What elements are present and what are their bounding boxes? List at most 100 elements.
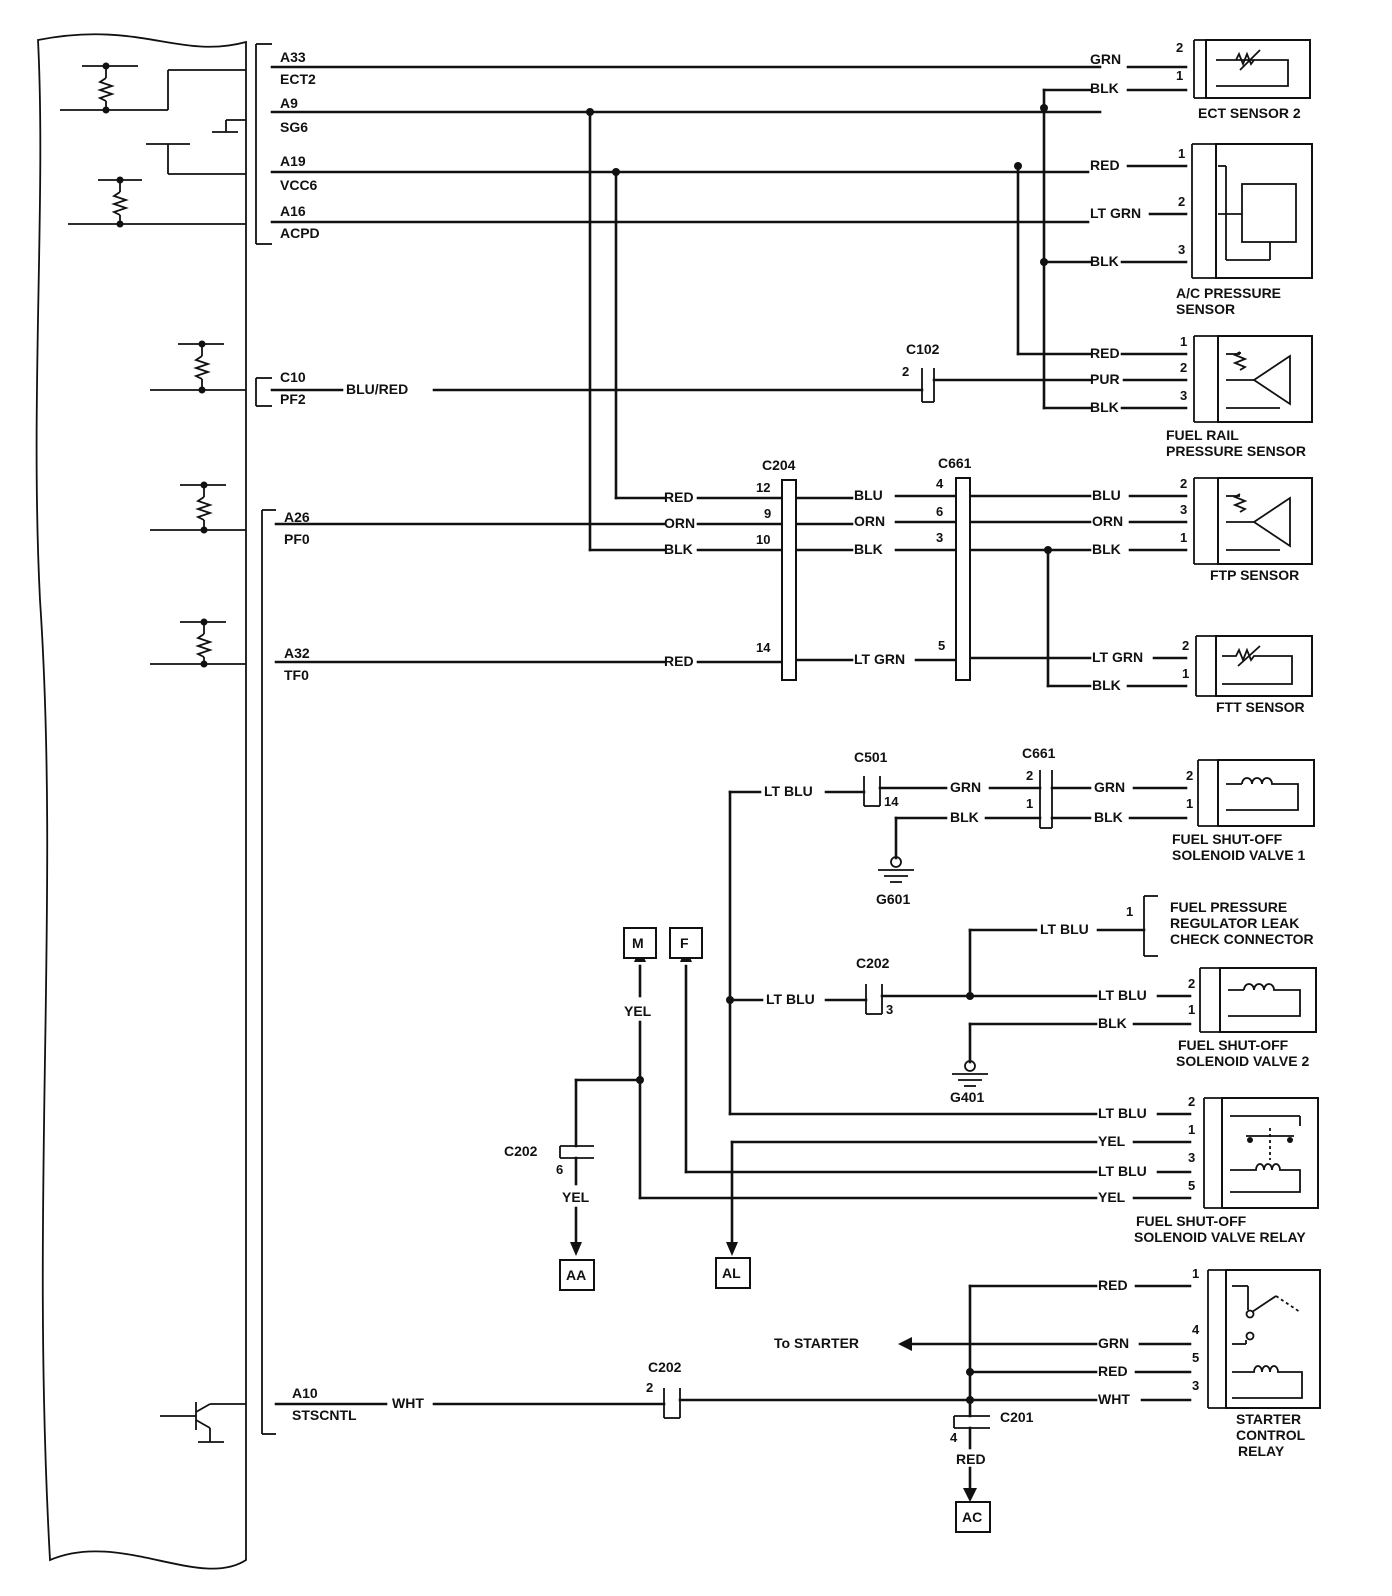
wire-label: RED [956,1451,986,1467]
pin-number: 5 [1188,1178,1195,1193]
ecm-module [35,33,276,1570]
wire-label: LT BLU [1098,987,1147,1003]
connector-label: C501 [854,749,888,765]
pin-number: 14 [884,794,899,809]
caption-leak-3: CHECK CONNECTOR [1170,931,1314,947]
ref-box-ac [955,1501,991,1533]
wire-label: BLK [1092,677,1121,693]
pin-number: 2 [1180,476,1187,491]
wires [270,65,1192,1494]
wire-label: RED [1098,1277,1128,1293]
pin-number: 3 [1178,242,1185,257]
component-ect-sensor-2 [1193,39,1311,99]
pin-number: 1 [1180,530,1187,545]
ecm-pin-a9: A9 [280,95,298,111]
pin-number: 2 [1178,194,1185,209]
arrows [570,948,977,1502]
wire-label: PUR [1090,371,1120,387]
pin-number: 9 [764,506,771,521]
wire-label: LT BLU [764,783,813,799]
component-starter-control-relay [1207,1269,1321,1409]
pin-number: 1 [1182,666,1189,681]
caption-relay-1: FUEL SHUT-OFF [1136,1213,1247,1229]
pin-number: 2 [1026,768,1033,783]
ground-label: G601 [876,891,910,907]
wire-label: RED [1090,157,1120,173]
component-fuel-rail-pressure-sensor [1193,335,1313,423]
pin-number: 3 [1180,388,1187,403]
component-ftt-sensor [1195,635,1313,697]
wire-label: BLK [1092,541,1121,557]
ref-al: AL [722,1265,741,1281]
connector-label: C661 [938,455,972,471]
caption-ftp-sensor: FTP SENSOR [1210,567,1299,583]
ecm-pin-ect2: ECT2 [280,71,316,87]
wire-label: BLU/RED [346,381,408,397]
ref-ac: AC [962,1509,982,1525]
ecm-pin-a16: A16 [280,203,306,219]
wire-label: ORN [854,513,885,529]
connector-bars [559,368,1053,1429]
pin-number: 5 [1192,1350,1199,1365]
ecm-pin-pf2: PF2 [280,391,306,407]
pin-number: 3 [886,1002,893,1017]
wire-label: BLK [1090,253,1119,269]
pin-number: 2 [1176,40,1183,55]
wire-label: BLK [1098,1015,1127,1031]
wire-label: LT BLU [1098,1105,1147,1121]
component-fuel-shutoff-solenoid-valve-relay [1203,1097,1319,1209]
wire-label: RED [1098,1363,1128,1379]
pin-number: 1 [1178,146,1185,161]
pin-number: 4 [950,1430,958,1445]
wire-label: RED [664,653,694,669]
pin-number: 5 [938,638,945,653]
wire-label: LT BLU [766,991,815,1007]
ecm-pin-a26: A26 [284,509,310,525]
pin-number: 3 [936,530,943,545]
wire-label: WHT [1098,1391,1130,1407]
ref-box-al [715,1257,751,1289]
wire-label: YEL [1098,1133,1126,1149]
wire-label: GRN [1098,1335,1129,1351]
pin-number: 2 [1188,976,1195,991]
pin-number: 1 [1176,68,1183,83]
connector-label: C202 [648,1359,682,1375]
pin-number: 2 [1186,768,1193,783]
caption-fuel-rail-1: FUEL RAIL [1166,427,1239,443]
wire-label: LT BLU [1098,1163,1147,1179]
caption-ac-pressure-sensor-2: SENSOR [1176,301,1235,317]
pin-number: 4 [1192,1322,1200,1337]
pin-number: 1 [1026,796,1033,811]
component-fuel-shutoff-solenoid-valve-1 [1197,759,1315,827]
wire-label: BLK [1090,399,1119,415]
caption-sv1-1: FUEL SHUT-OFF [1172,831,1283,847]
caption-leak-1: FUEL PRESSURE [1170,899,1287,915]
wire-label: BLK [1094,809,1123,825]
pin-number: 1 [1192,1266,1199,1281]
grounds [878,856,988,1087]
ecm-pin-sg6: SG6 [280,119,308,135]
ecm-pin-c10: C10 [280,369,306,385]
ecm-pin-a10: A10 [292,1385,318,1401]
pin-number: 1 [1180,334,1187,349]
wire-label: BLU [1092,487,1121,503]
component-fuel-shutoff-solenoid-valve-2 [1199,967,1317,1033]
junction-dots [102,62,1052,1404]
pin-number: 14 [756,640,771,655]
ground-label: G401 [950,1089,984,1105]
pin-number: 2 [902,364,909,379]
pin-number: 3 [1188,1150,1195,1165]
ecm-pin-a32: A32 [284,645,310,661]
wire-label: LT BLU [1040,921,1089,937]
wire-label: ORN [1092,513,1123,529]
ecm-pin-vcc6: VCC6 [280,177,318,193]
ref-m: M [632,935,644,951]
caption-ac-pressure-sensor-1: A/C PRESSURE [1176,285,1281,301]
connector-label: C204 [762,457,796,473]
to-starter-label: To STARTER [774,1335,859,1351]
pin-number: 1 [1188,1122,1195,1137]
wire-label: YEL [624,1003,652,1019]
wire-label: BLK [950,809,979,825]
caption-fuel-rail-2: PRESSURE SENSOR [1166,443,1306,459]
wire-label: GRN [950,779,981,795]
